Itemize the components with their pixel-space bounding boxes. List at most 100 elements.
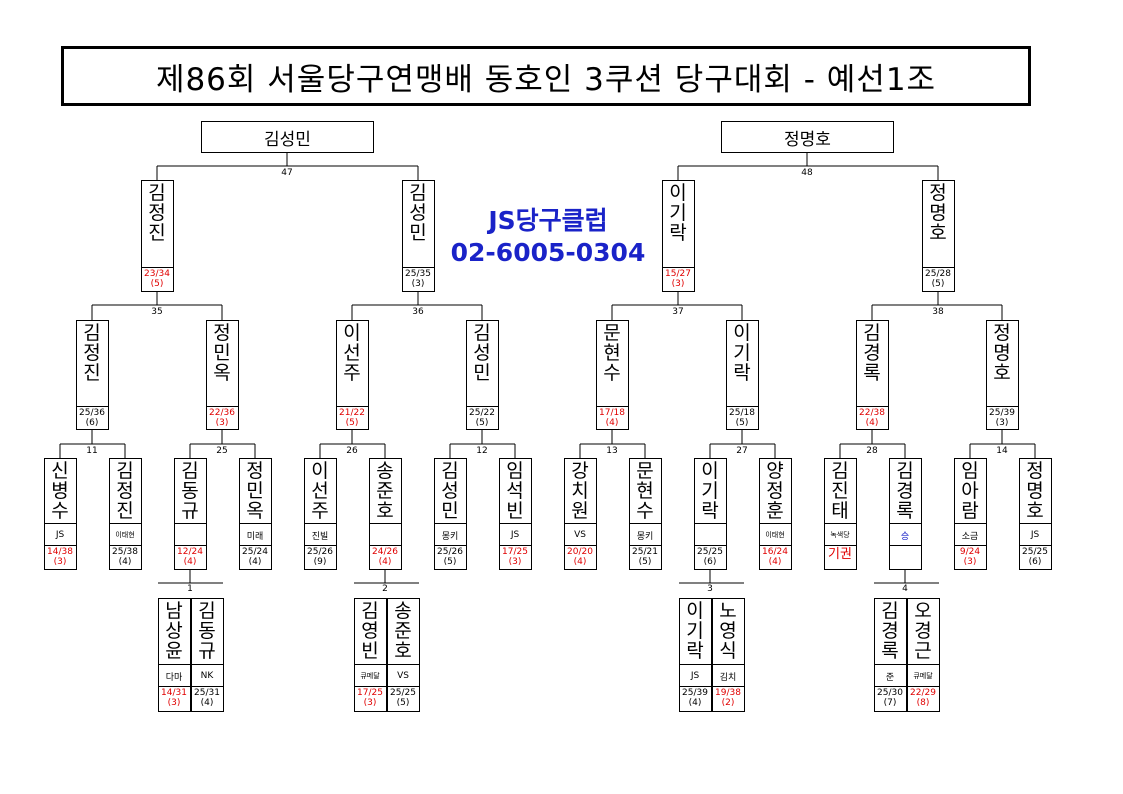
player-name-char: 정 — [1026, 460, 1044, 482]
innings-value: (3) — [508, 557, 522, 567]
match-number: 25 — [216, 446, 228, 456]
player-name-char: 호 — [929, 222, 947, 244]
player-name-char: 호 — [993, 362, 1011, 384]
innings-value: (3) — [671, 279, 685, 289]
player-name-char: 수 — [51, 500, 69, 522]
player-name-char: 락 — [669, 222, 687, 244]
club-label: 진빌 — [304, 523, 336, 546]
player-name-char: 동 — [198, 620, 216, 642]
score-value: 15/27 — [665, 269, 691, 279]
player-name-char: 경 — [863, 342, 881, 364]
match-number: 36 — [412, 307, 424, 317]
score-cell: 12/24(4) — [174, 545, 206, 569]
player-name-char: 식 — [719, 640, 737, 662]
score-cell: 25/38(4) — [109, 545, 141, 569]
innings-value: (5) — [345, 418, 359, 428]
player-name-char: 민 — [246, 480, 264, 502]
player-name-char: 이 — [343, 322, 361, 344]
innings-value: (2) — [721, 698, 735, 708]
player-name-char: 민 — [473, 362, 491, 384]
innings-value: (5) — [443, 557, 457, 567]
club-label: 소금 — [954, 523, 986, 546]
score-cell: 14/31(3) — [158, 686, 190, 711]
score-cell: 17/25(3) — [499, 545, 531, 569]
player-name-char: 신 — [51, 460, 69, 482]
player-name-char: 주 — [343, 362, 361, 384]
final-winner-right: 정명호 — [721, 121, 894, 153]
match-number: 1 — [187, 584, 193, 594]
score-value: 25/26 — [437, 547, 463, 557]
innings-value: (5) — [396, 698, 410, 708]
score-value: 17/18 — [599, 408, 625, 418]
player-name-char: 이 — [733, 322, 751, 344]
score-cell: 19/38(2) — [712, 686, 744, 711]
club-label — [174, 523, 206, 546]
player-name-char: 정 — [993, 322, 1011, 344]
player-name-char: 수 — [636, 500, 654, 522]
match-number: 14 — [996, 446, 1008, 456]
player-name-char: 진 — [83, 362, 101, 384]
club-label: 큐메달 — [907, 664, 939, 687]
score-value: 25/28 — [925, 269, 951, 279]
player-name-char: 노 — [719, 600, 737, 622]
match-number: 37 — [672, 307, 684, 317]
player-name-char: 람 — [961, 500, 979, 522]
player-name-char: 김 — [198, 600, 216, 622]
player-name-char: 록 — [896, 500, 914, 522]
player-name-char: 원 — [571, 500, 589, 522]
score-value: 12/24 — [177, 547, 203, 557]
player-name-char: 김 — [881, 600, 899, 622]
player-name-char: 정 — [148, 202, 166, 224]
innings-value: (4) — [865, 418, 879, 428]
score-value: 14/38 — [47, 547, 73, 557]
innings-value: (9) — [313, 557, 327, 567]
player-name-char: 김 — [863, 322, 881, 344]
score-value: 25/25 — [697, 547, 723, 557]
club-label — [694, 523, 726, 546]
player-name-char: 규 — [198, 640, 216, 662]
score-value: 25/35 — [405, 269, 431, 279]
score-cell: 23/34(5) — [141, 267, 173, 291]
club-label: 준 — [874, 664, 906, 687]
club-label — [369, 523, 401, 546]
club-label: JS — [499, 523, 531, 546]
score-cell: 15/27(3) — [662, 267, 694, 291]
score-cell: 25/31(4) — [191, 686, 223, 711]
score-value: 20/20 — [567, 547, 593, 557]
player-name-char: 기 — [686, 620, 704, 642]
forfeit-label: 기권 — [828, 547, 852, 562]
innings-value: (6) — [703, 557, 717, 567]
score-cell: 기권 — [824, 545, 856, 569]
innings-value: (4) — [378, 557, 392, 567]
innings-value: (4) — [248, 557, 262, 567]
player-name-char: 수 — [603, 362, 621, 384]
score-value: 25/25 — [390, 688, 416, 698]
match-number: 35 — [151, 307, 163, 317]
player-name-char: 정 — [83, 342, 101, 364]
player-name-char: 민 — [441, 500, 459, 522]
player-name-char: 정 — [213, 322, 231, 344]
club-label: NK — [191, 664, 223, 687]
